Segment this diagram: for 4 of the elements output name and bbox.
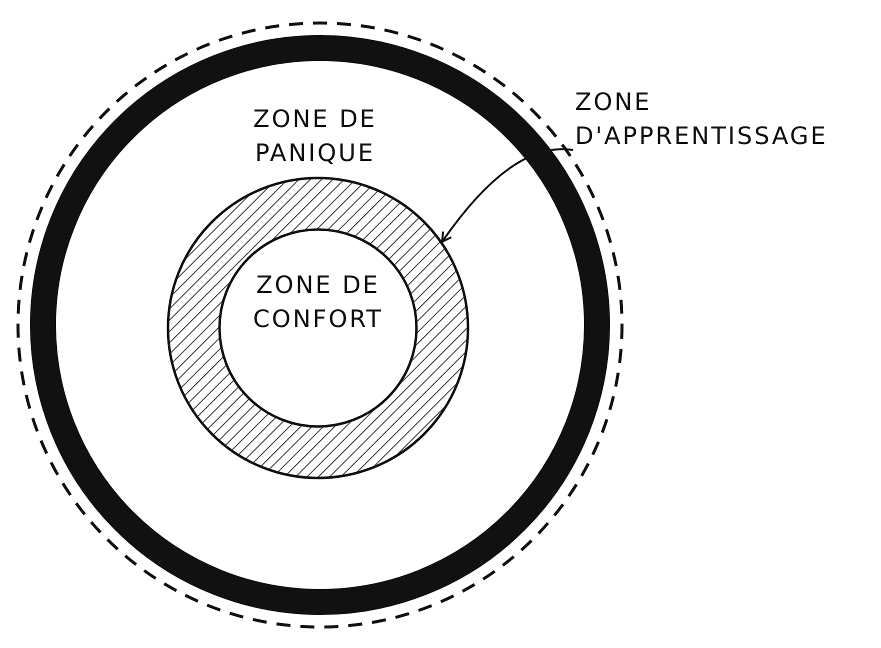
- zone-label: ZONE D'APPRENTISSAGE: [575, 87, 829, 152]
- zone-label: ZONE DE PANIQUE: [252, 104, 378, 169]
- zone-label: ZONE DE CONFORT: [252, 270, 384, 335]
- arrow: [441, 148, 574, 243]
